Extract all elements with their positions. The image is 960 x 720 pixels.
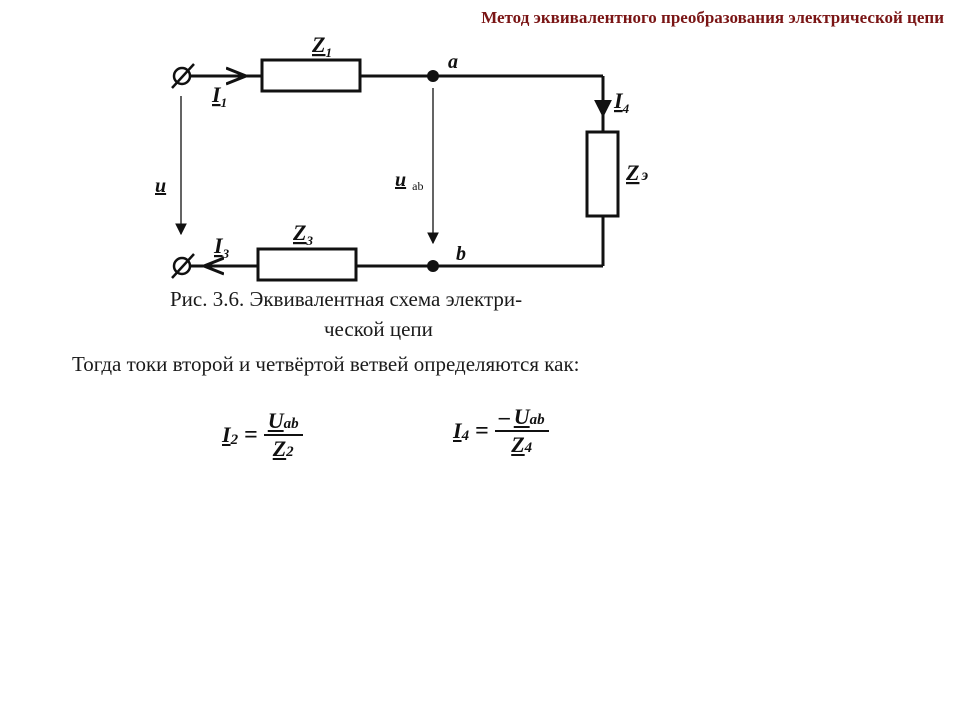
formula-i4-den: Z	[511, 432, 525, 457]
formula-i2-lhs-sub: 2	[230, 431, 239, 448]
label-node-b: b	[456, 243, 466, 265]
label-i4-main: I	[613, 88, 624, 113]
label-uab-sub: ab	[412, 179, 423, 193]
label-ze-sub: э	[640, 167, 648, 184]
formula-i4-fraction: – Uab Z4	[494, 404, 549, 458]
label-i3-sub: 3	[222, 246, 230, 261]
resistor-ze	[585, 130, 620, 218]
caption-line-1: Рис. 3.6. Эквивалентная схема электри-	[170, 287, 523, 311]
formula-i2: I 2 = Uab Z2	[222, 408, 303, 462]
label-z1-sub: 1	[325, 45, 332, 60]
label-i1: I1	[211, 82, 227, 110]
label-uab-main: u	[395, 169, 406, 191]
formula-i2-num-sub: ab	[283, 416, 299, 432]
slide-title: Метод эквивалентного преобразования элек…	[481, 8, 944, 27]
resistor-z1	[260, 58, 362, 93]
figure-caption: Рис. 3.6. Эквивалентная схема электри- ч…	[170, 284, 640, 344]
formula-i4-num-sign: –	[498, 404, 510, 429]
node-b-dot	[427, 260, 439, 272]
label-z1-main: Z	[311, 32, 325, 57]
label-z1: Z1	[311, 32, 332, 60]
label-i3-main: I	[213, 233, 224, 258]
formula-i4-num: U	[513, 404, 530, 429]
terminal-top	[171, 63, 195, 89]
formula-i2-lhs: I	[222, 422, 231, 447]
formula-i4-num-sub: ab	[529, 412, 545, 428]
label-z3: Z3	[292, 220, 313, 248]
body-sentence: Тогда токи второй и четвёртой ветвей опр…	[72, 352, 580, 376]
label-i1-sub: 1	[221, 95, 228, 110]
formula-i4-lhs: I	[453, 418, 462, 443]
caption-line-2: ческой цепи	[324, 317, 433, 341]
formula-i4-lhs-sub: 4	[461, 427, 470, 444]
label-ze-main: Z	[625, 160, 639, 185]
label-i4: I4	[613, 88, 630, 116]
formula-i2-num: U	[267, 408, 284, 433]
terminal-bottom	[171, 253, 195, 279]
label-z3-main: Z	[292, 220, 306, 245]
formula-i2-den-sub: 2	[286, 444, 294, 460]
formula-i2-equals: =	[244, 421, 258, 448]
formula-i2-fraction: Uab Z2	[263, 408, 303, 462]
label-i3: I3	[213, 233, 230, 261]
label-u: u	[155, 175, 166, 197]
label-i1-main: I	[211, 82, 222, 107]
formula-i4: I 4 = – Uab Z4	[453, 404, 549, 458]
resistor-z3	[256, 247, 358, 282]
formula-i4-den-sub: 4	[524, 440, 533, 456]
label-z3-sub: 3	[305, 233, 313, 248]
label-node-a: a	[448, 51, 458, 73]
formula-i4-equals: =	[475, 417, 489, 444]
label-i4-sub: 4	[622, 101, 630, 116]
formula-i2-den: Z	[272, 436, 287, 461]
node-a-dot	[427, 70, 439, 82]
